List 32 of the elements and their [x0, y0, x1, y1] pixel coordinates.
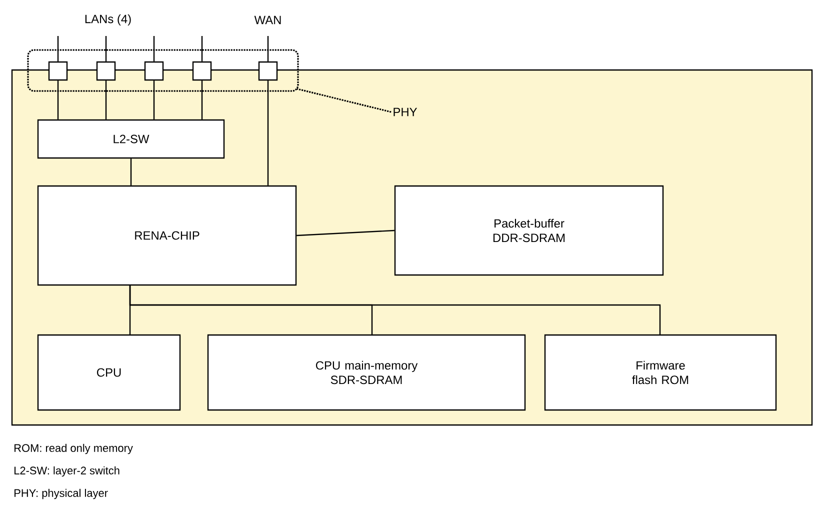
component-box: L2-SW	[37, 119, 225, 159]
bus-line	[129, 285, 661, 335]
connection-line	[201, 80, 203, 120]
port-line	[153, 36, 155, 62]
port-line	[201, 36, 203, 62]
connection-line	[130, 158, 132, 186]
port-square	[258, 61, 278, 81]
port-line	[267, 36, 269, 62]
connection-line	[105, 80, 107, 120]
phy-label: PHY	[394, 108, 418, 116]
footnote: ROM: read only memory	[14, 444, 133, 454]
leader-line	[296, 88, 392, 113]
component-box: Packet-buffer DDR-SDRAM	[394, 185, 664, 276]
phy-group-outline	[27, 49, 299, 92]
component-box: Firmware flash ROM	[544, 334, 777, 411]
component-box: CPU main-memory SDR-SDRAM	[207, 334, 526, 411]
connection-line	[296, 230, 394, 236]
port-square	[192, 61, 212, 81]
port-line	[105, 36, 107, 62]
footnote: PHY: physical layer	[14, 488, 108, 500]
connection-line	[153, 80, 155, 120]
footnote: L2-SW: layer-2 switch	[14, 466, 120, 477]
port-line	[57, 36, 59, 62]
port-label: WAN	[254, 16, 281, 24]
connection-line	[267, 80, 269, 186]
component-box: CPU	[37, 334, 181, 411]
connection-line	[57, 80, 59, 120]
port-square	[48, 61, 68, 81]
component-box: RENA-CHIP	[37, 185, 297, 286]
port-label: LANs (4)	[85, 14, 131, 26]
port-square	[144, 61, 164, 81]
port-square	[96, 61, 116, 81]
